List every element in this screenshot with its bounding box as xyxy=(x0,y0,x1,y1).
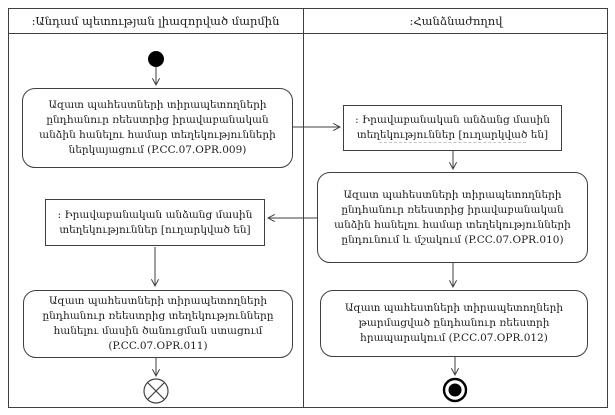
object-node-legal-entities-sent-right: : Իրավաբանական անձանց մասին տեղեկություն… xyxy=(343,105,562,151)
lane-header-label: :Անդամ պետության լիազորված մարմին xyxy=(31,13,280,28)
initial-node xyxy=(148,51,164,67)
action-node-text: Ազատ պահեստների տիրապետողների ընդհանուր … xyxy=(42,295,274,352)
diagram-frame xyxy=(8,8,608,408)
action-node-opr009: Ազատ պահեստների տիրապետողների ընդհանուր … xyxy=(22,88,293,168)
lane-header-label: :Հանձնաժողով xyxy=(409,13,503,28)
lane-header-commission: :Հանձնաժողով xyxy=(304,8,608,33)
action-node-text: Ազատ պահեստների տիրապետողների թարմացված … xyxy=(344,302,563,344)
object-node-text: : Իրավաբանական անձանց մասին տեղեկություն… xyxy=(57,208,253,236)
flow-final-node xyxy=(143,378,169,404)
action-node-opr010: Ազատ պահեստների տիրապետողների ընդհանուր … xyxy=(317,172,588,263)
action-node-opr012: Ազատ պահեստների տիրապետողների թարմացված … xyxy=(320,290,588,357)
action-node-text: Ազատ պահեստների տիրապետողների ընդհանուր … xyxy=(334,188,571,246)
action-node-opr011: Ազատ պահեստների տիրապետողների ընդհանուր … xyxy=(23,290,293,358)
object-node-legal-entities-sent-left: : Իրավաբանական անձանց մասին տեղեկություն… xyxy=(45,199,265,246)
activity-final-node xyxy=(442,377,468,403)
action-node-text: Ազատ պահեստների տիրապետողների ընդհանուր … xyxy=(39,99,276,156)
object-node-text: : Իրավաբանական անձանց մասին տեղեկություն… xyxy=(355,114,550,141)
faint-dashed-line xyxy=(378,142,527,143)
lane-header-member-state-body: :Անդամ պետության լիազորված մարմին xyxy=(8,8,303,33)
